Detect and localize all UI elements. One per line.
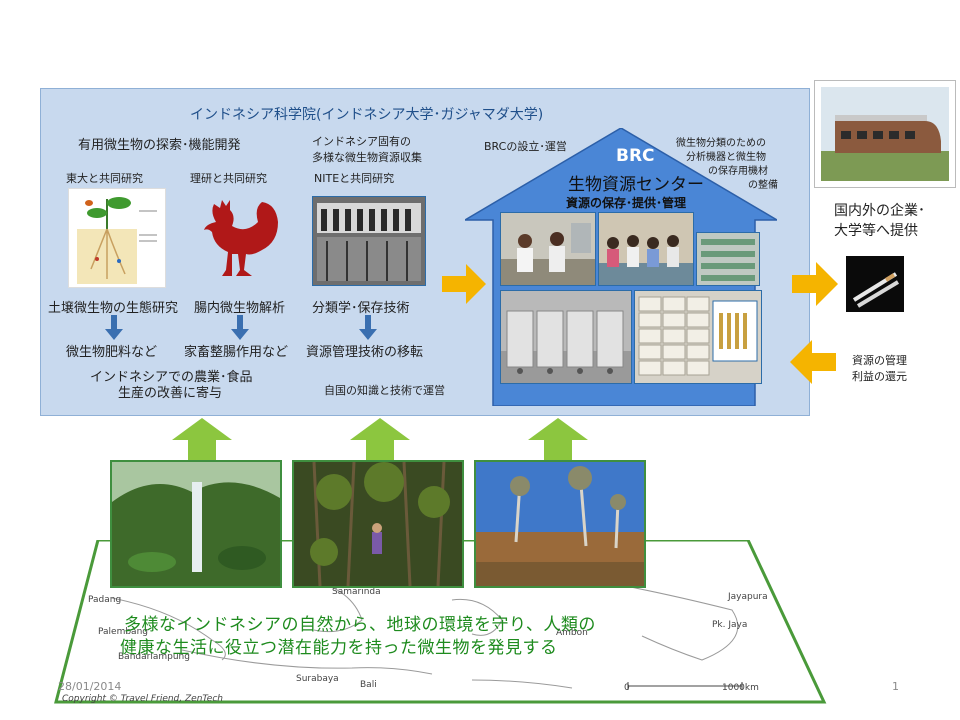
panel-title: インドネシア科学院(インドネシア大学･ガジャマダ大学) bbox=[190, 107, 544, 123]
col2-heading-2: 多様な微生物資源収集 bbox=[312, 151, 422, 164]
map-copyright: Copyright © Travel Friend, ZenTech bbox=[62, 694, 223, 704]
up-arrow-icon bbox=[350, 418, 410, 460]
return-text-1: 資源の管理 bbox=[852, 354, 907, 367]
soil-plant-diagram bbox=[68, 188, 166, 288]
brc-title: 生物資源センター bbox=[568, 175, 704, 195]
col3-note-1: 微生物分類のための bbox=[676, 138, 766, 149]
map-place-label: Surabaya bbox=[296, 674, 339, 684]
col1-result-a: 微生物肥料など bbox=[66, 345, 158, 360]
col2-heading-1: インドネシア固有の bbox=[312, 135, 411, 148]
return-text-2: 利益の還元 bbox=[852, 370, 907, 383]
down-arrow-icon bbox=[231, 315, 249, 340]
right-arrow-icon bbox=[442, 264, 486, 304]
down-arrow-icon bbox=[359, 315, 377, 340]
map-place-label: Samarinda bbox=[332, 587, 381, 597]
col1-research-b: 腸内微生物解析 bbox=[194, 301, 286, 316]
map-place-label: Bandarlampung bbox=[118, 652, 190, 662]
col1-result-b: 家畜整腸作用など bbox=[184, 345, 289, 360]
map-place-label: Jayapura bbox=[728, 592, 768, 602]
map-place-label: Palembang bbox=[98, 627, 148, 637]
lab-shelves-photo bbox=[312, 196, 426, 286]
left-arrow-icon bbox=[790, 340, 836, 384]
provide-text-2: 大学等へ提供 bbox=[834, 223, 918, 239]
col2-sub: NITEと共同研究 bbox=[314, 172, 395, 185]
col3-heading: BRCの設立･運営 bbox=[484, 140, 567, 153]
right-arrow-icon bbox=[792, 262, 838, 306]
col1-sub-b: 理研と共同研究 bbox=[190, 172, 267, 185]
slide-number: 1 bbox=[892, 680, 899, 693]
map-scale-end: 1000km bbox=[722, 683, 759, 693]
brc-label: BRC bbox=[616, 146, 655, 166]
building-photo bbox=[814, 80, 956, 188]
brc-subtitle: 資源の保存･提供･管理 bbox=[566, 196, 687, 210]
up-arrow-icon bbox=[528, 418, 588, 460]
storage-rack-photo bbox=[696, 232, 760, 286]
savanna-photo bbox=[474, 460, 646, 588]
col2-research: 分類学･保存技術 bbox=[312, 301, 410, 316]
cabinet-photo bbox=[634, 290, 762, 384]
waterfall-photo bbox=[110, 460, 282, 588]
mission-text-2: 健康な生活に役立つ潜在能力を持った微生物を発見する bbox=[120, 638, 558, 658]
down-arrow-icon bbox=[105, 315, 123, 340]
col1-summary-2: 生産の改善に寄与 bbox=[118, 386, 223, 401]
freezers-photo bbox=[500, 290, 632, 384]
col1-heading: 有用微生物の探索･機能開発 bbox=[78, 138, 241, 153]
provide-text-1: 国内外の企業･ bbox=[834, 203, 925, 219]
forest-photo bbox=[292, 460, 464, 588]
slide-date: 28/01/2014 bbox=[58, 680, 122, 693]
col3-note-3: の保存用機材 bbox=[708, 166, 768, 177]
col1-sub-a: 東大と共同研究 bbox=[66, 172, 143, 185]
col1-summary-1: インドネシアでの農業･食品 bbox=[90, 370, 253, 385]
col1-research-a: 土壌微生物の生態研究 bbox=[48, 301, 179, 316]
col3-note-2: 分析機器と微生物 bbox=[686, 152, 766, 163]
lab-staff-photo bbox=[500, 212, 596, 286]
mission-text-1: 多様なインドネシアの自然から、地球の環境を守り、人類の bbox=[124, 615, 596, 635]
col2-result: 資源管理技術の移転 bbox=[306, 345, 424, 360]
col3-note-4: の整備 bbox=[748, 180, 778, 191]
up-arrow-icon bbox=[172, 418, 232, 460]
col2-summary: 自国の知識と技術で運営 bbox=[324, 384, 445, 397]
map-place-label: Bali bbox=[360, 680, 377, 690]
sample-vials-photo bbox=[846, 256, 904, 312]
map-place-label: Pk. Jaya bbox=[712, 620, 748, 630]
map-place-label: Ambon bbox=[556, 628, 588, 638]
map-scale-start: 0 bbox=[624, 683, 630, 693]
rooster-icon bbox=[196, 192, 280, 284]
map-place-label: Padang bbox=[88, 595, 122, 605]
group-photo bbox=[598, 212, 694, 286]
